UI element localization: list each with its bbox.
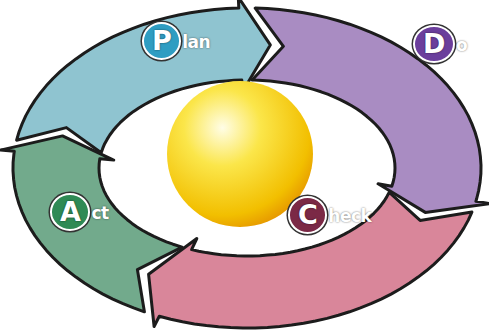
cycle-stage-label: Act [50,193,180,233]
cycle-stage-label: Do [413,25,489,65]
stage-name: Plan [142,22,272,62]
cycle-arrow-segment [0,136,182,312]
cycle-stage-label: Plan [142,22,272,62]
stage-name: Do [413,25,489,65]
cycle-ring [0,0,489,328]
cycle-stage-label: Check [288,196,418,236]
stage-name: Act [50,193,180,233]
stage-name: Check [288,196,418,236]
center-sphere [167,81,313,227]
